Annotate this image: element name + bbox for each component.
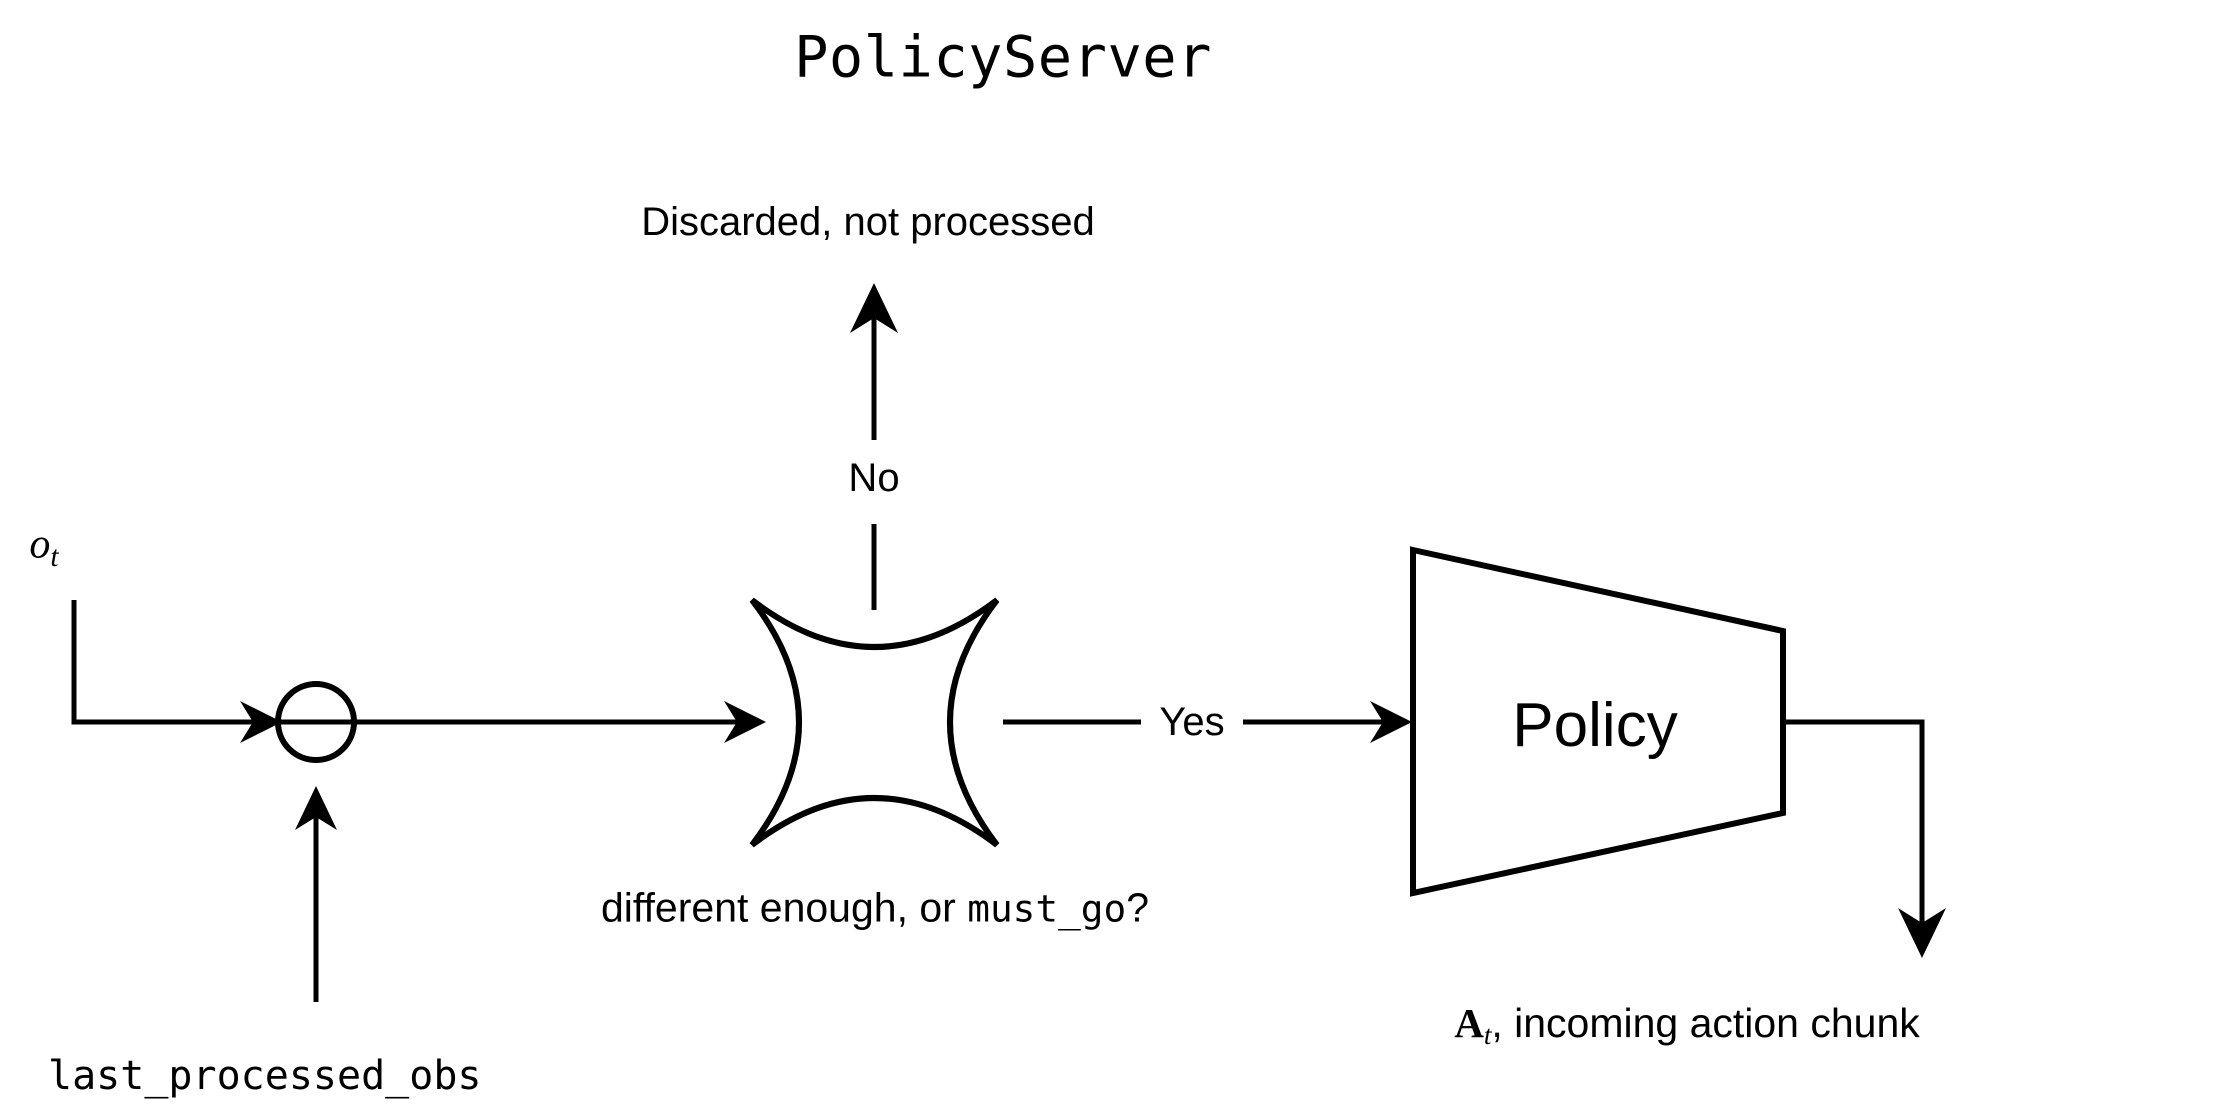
edge-decision-to-policy: [1003, 701, 1412, 743]
discarded-label: Discarded, not processed: [641, 200, 1095, 244]
observation-input-line: [71, 600, 272, 725]
decision-code-text: must_go: [967, 886, 1127, 931]
action-subscript: t: [1483, 1019, 1492, 1050]
no-branch-label: No: [838, 454, 910, 502]
action-chunk-text: , incoming action chunk: [1491, 999, 1920, 1046]
decision-suffix-text: ?: [1126, 884, 1150, 931]
edge-policy-to-action: [1783, 719, 1946, 958]
decision-node-star: [749, 597, 1000, 848]
no-branch-arrowhead-icon: [850, 283, 898, 333]
edge-decision-to-discarded: [850, 283, 898, 610]
page-title: PolicyServer: [794, 24, 1212, 91]
policy-node-trapezoid: [1410, 546, 1786, 897]
observation-symbol: o: [29, 521, 51, 568]
action-output-line: [1783, 719, 1925, 930]
observation-arrowhead-icon: [240, 701, 282, 743]
lastobs-arrowhead-icon: [295, 786, 337, 830]
observation-label: ot: [29, 524, 58, 573]
decision-input-arrowhead-icon: [724, 701, 766, 743]
observation-subscript: t: [50, 540, 59, 573]
policy-node-label: Policy: [1512, 691, 1678, 760]
yes-branch-arrowhead-icon: [1370, 701, 1412, 743]
action-arrowhead-icon: [1898, 908, 1946, 958]
decision-prefix-text: different enough, or: [600, 884, 968, 931]
action-symbol: A: [1454, 999, 1484, 1046]
edge-observation-to-merge: [71, 600, 282, 743]
yes-branch-label: Yes: [1147, 700, 1237, 744]
edge-merge-to-decision: [278, 701, 766, 743]
action-chunk-label: At, incoming action chunk: [1454, 999, 1920, 1050]
edge-lastobs-to-merge: [295, 786, 337, 1002]
decision-question-label: different enough, or must_go?: [600, 884, 1150, 931]
last-processed-obs-label: last_processed_obs: [48, 1053, 482, 1099]
